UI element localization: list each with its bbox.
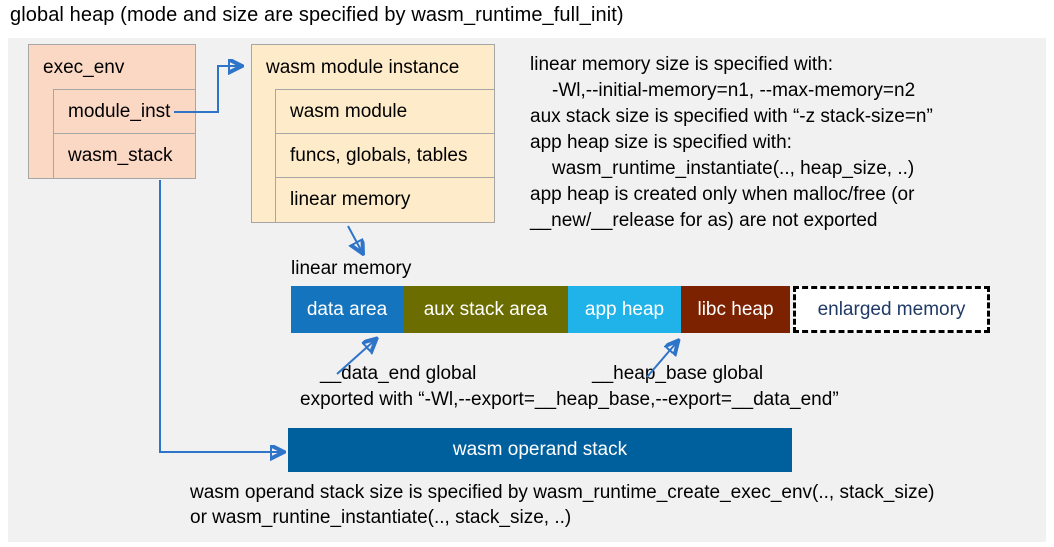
wasm-module-label: wasm module (290, 100, 408, 122)
module-instance-label: wasm module instance (266, 57, 460, 78)
module-inst-box: module_inst (53, 89, 196, 134)
note-line: __new/__release for as) are not exported (530, 210, 878, 231)
data-area-segment: data area (291, 286, 403, 333)
operand-stack-note-line1: wasm operand stack size is specified by … (190, 482, 935, 503)
note-line: linear memory size is specified with: (530, 54, 834, 75)
note-line: app heap is created only when malloc/fre… (530, 184, 915, 205)
enlarged-memory-segment: enlarged memory (793, 286, 990, 333)
exported-with-note: exported with “-Wl,--export=__heap_base,… (300, 389, 839, 410)
operand-stack-note-line2: or wasm_runtine_instantiate(.., stack_si… (190, 507, 572, 528)
note-line: aux stack size is specified with “-z sta… (530, 106, 933, 127)
wasm-operand-stack-bar: wasm operand stack (288, 428, 792, 472)
aux-stack-area-segment: aux stack area (403, 286, 568, 333)
funcs-globals-tables-label: funcs, globals, tables (290, 144, 468, 166)
module-inst-label: module_inst (68, 100, 171, 122)
note-line: app heap size is specified with: (530, 132, 792, 153)
diagram-title: global heap (mode and size are specified… (10, 4, 624, 26)
data-end-global-label: __data_end global (320, 363, 477, 384)
app-heap-segment: app heap (568, 286, 681, 333)
exec-env-label: exec_env (43, 57, 125, 78)
note-line: wasm_runtime_instantiate(.., heap_size, … (552, 158, 915, 179)
wasm-stack-label: wasm_stack (68, 145, 173, 166)
wasm-module-box: wasm module (275, 89, 495, 134)
note-line: -Wl,--initial-memory=n1, --max-memory=n2 (552, 80, 916, 101)
wasm-stack-box: wasm_stack (53, 133, 196, 179)
funcs-globals-tables-box: funcs, globals, tables (275, 133, 495, 178)
linear-memory-box-label: linear memory (290, 189, 411, 210)
linear-memory-box: linear memory (275, 177, 495, 223)
linear-memory-bar-title: linear memory (291, 258, 412, 279)
heap-base-global-label: __heap_base global (592, 363, 764, 384)
libc-heap-segment: libc heap (681, 286, 790, 333)
linker-notes: linear memory size is specified with: -W… (530, 52, 933, 234)
